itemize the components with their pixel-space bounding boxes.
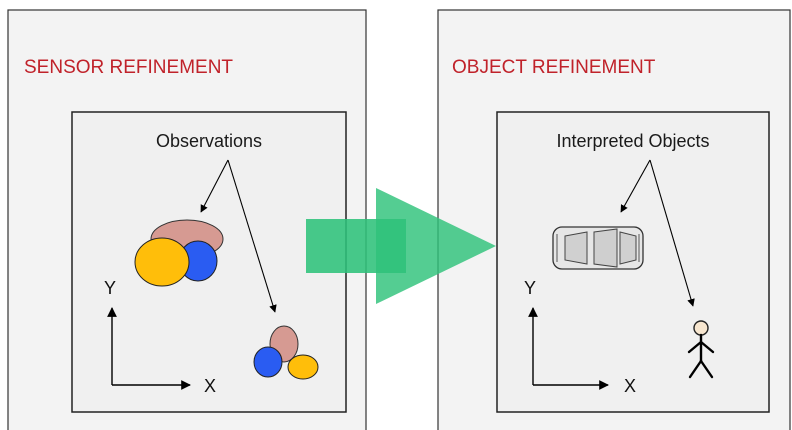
observation-cluster-large: [134, 219, 224, 287]
car-icon: [552, 226, 644, 270]
observation-pointer-arrow-1: [200, 159, 229, 213]
interpreted-objects-label: Interpreted Objects: [556, 131, 709, 151]
sensor-panel-title: SENSOR REFINEMENT: [24, 57, 233, 78]
object-axes: Y X: [524, 278, 636, 396]
object-panel-title: OBJECT REFINEMENT: [452, 57, 656, 78]
object-pointer-arrow-1: [620, 159, 651, 213]
observation-pointer-arrow-2: [227, 159, 277, 313]
flow-arrow-icon: [306, 188, 496, 304]
sensor-axes: Y X: [104, 278, 216, 396]
x-axis-label: X: [204, 376, 216, 396]
y-axis-label: Y: [104, 278, 116, 298]
observation-blob-yellow: [134, 237, 190, 287]
y-axis-label-right: Y: [524, 278, 536, 298]
observation-cluster-small: [253, 325, 319, 380]
observation-blob-blue-small: [253, 346, 283, 378]
observation-blob-yellow-small: [287, 354, 319, 380]
object-refinement-panel: OBJECT REFINEMENT Interpreted Objects: [437, 9, 791, 430]
observations-label: Observations: [156, 131, 262, 151]
object-pointer-arrow-2: [649, 159, 695, 307]
person-icon: [687, 320, 715, 379]
x-axis-label-right: X: [624, 376, 636, 396]
